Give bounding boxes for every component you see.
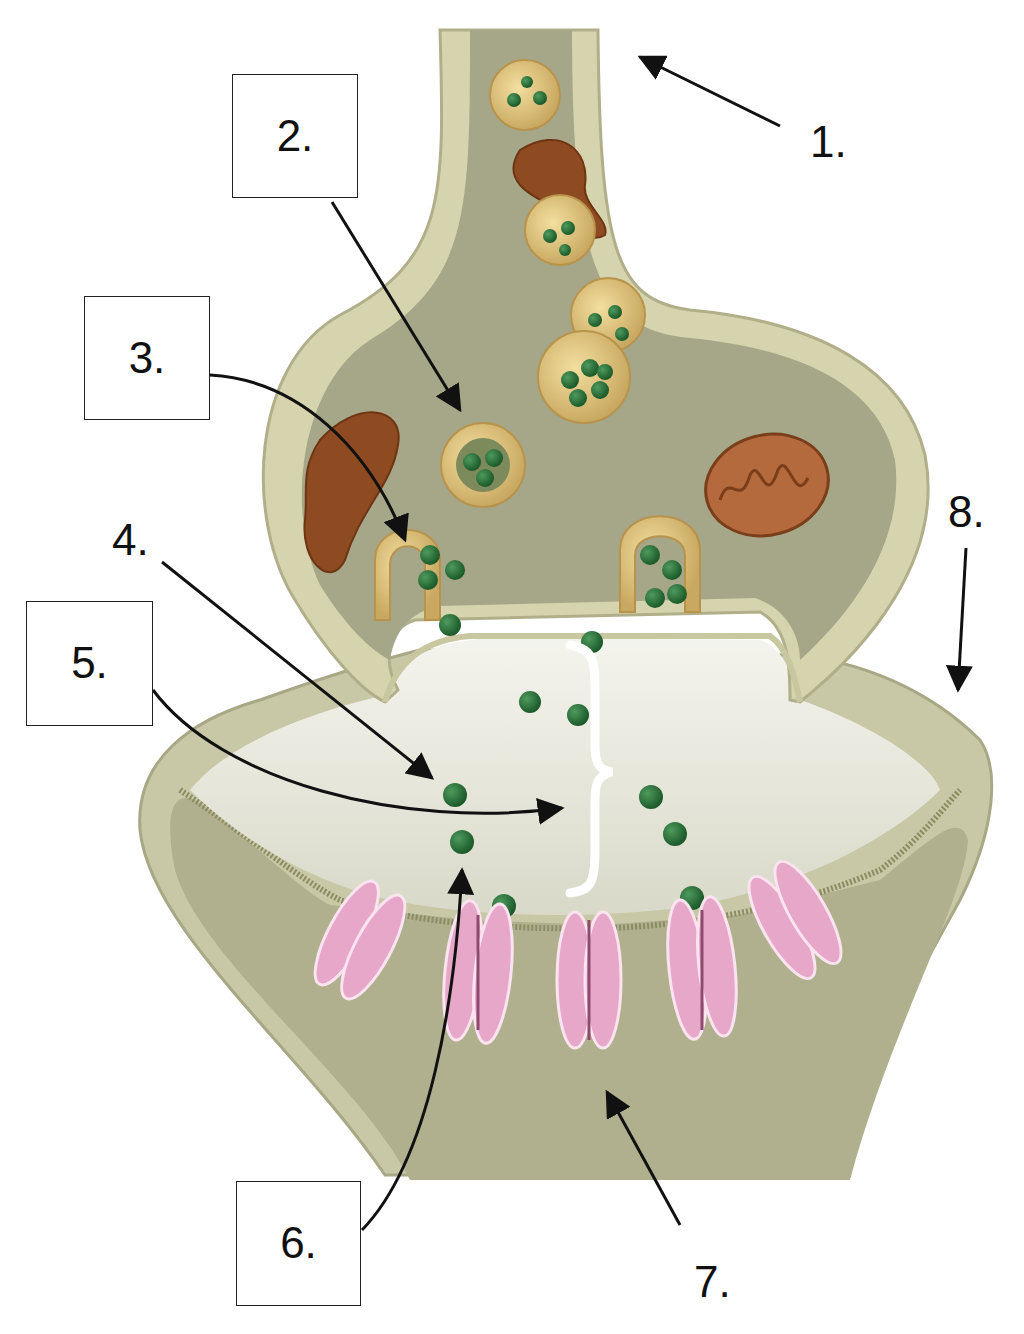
label-box: 2. <box>232 74 358 198</box>
callout-number: 7. <box>694 1258 731 1306</box>
callout-number: 3. <box>129 334 166 382</box>
presynaptic-terminal <box>263 30 928 702</box>
callout-number: 5. <box>71 639 108 687</box>
callout-number: 8. <box>948 488 985 536</box>
receptors <box>304 853 853 1048</box>
callout-number: 4. <box>112 516 149 564</box>
label-box: 3. <box>84 296 210 420</box>
callout-number: 2. <box>277 112 314 160</box>
synaptic-cleft-bracket <box>570 645 612 893</box>
leader-lines <box>153 57 966 1230</box>
mitochondria <box>304 140 839 572</box>
callout-number: 1. <box>810 118 847 166</box>
postsynaptic-cell <box>140 638 992 1180</box>
callout-number: 6. <box>280 1219 317 1267</box>
label-box: 5. <box>26 601 153 726</box>
synaptic-vesicles <box>375 60 700 636</box>
label-box: 6. <box>236 1181 361 1306</box>
neurotransmitters <box>443 631 704 918</box>
